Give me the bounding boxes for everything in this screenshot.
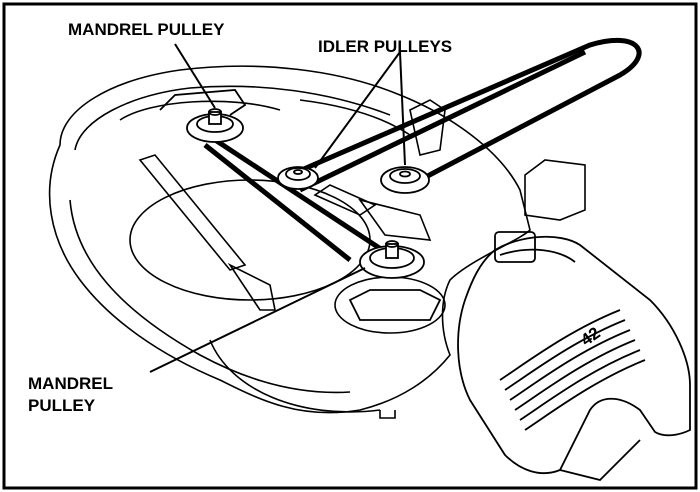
mandrel-pulley-bottom	[348, 240, 442, 321]
leader-lines	[149, 43, 406, 373]
idler-linkage	[138, 154, 432, 311]
idler-pulley-left	[277, 166, 319, 190]
mandrel-pulley-top	[159, 89, 247, 143]
label-idler-pulleys: IDLER PULLEYS	[318, 37, 452, 56]
drive-belt	[198, 38, 642, 262]
label-mandrel-pulley-bottom-line2: PULLEY	[28, 396, 96, 415]
bracket-right	[409, 99, 586, 221]
label-mandrel-pulley-top: MANDREL PULLEY	[68, 20, 225, 39]
mower-deck	[48, 65, 531, 419]
label-mandrel-pulley-bottom-line1: MANDREL	[28, 374, 113, 393]
discharge-chute	[457, 231, 691, 481]
idler-pulley-right	[380, 166, 430, 194]
